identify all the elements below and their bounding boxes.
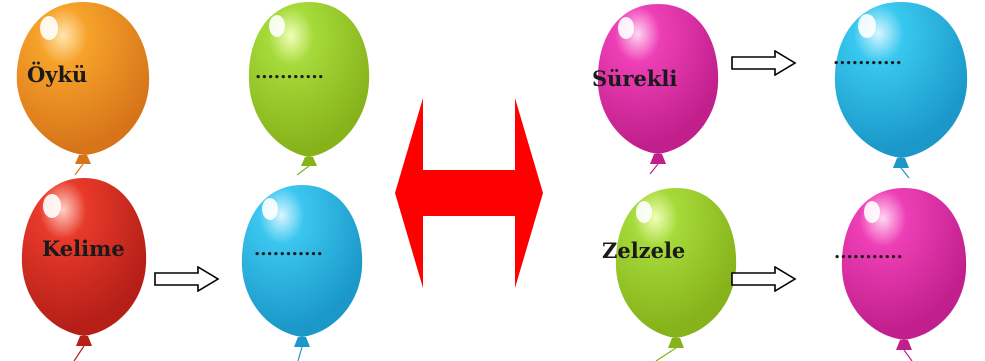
blue-balloon-icon: [238, 183, 366, 361]
word-label-zelzele: Zelzele: [602, 238, 685, 263]
balloon-zelzele: Zelzele: [612, 186, 740, 361]
green-balloon-icon: [612, 186, 740, 361]
right-arrow-icon: [154, 266, 220, 292]
pointer-arrow-right-bottom: [731, 266, 797, 292]
blank-label-4[interactable]: ...........: [834, 242, 903, 263]
green-balloon-icon: [245, 0, 373, 175]
balloon-blank-1: ...........: [245, 0, 373, 175]
red-balloon-icon: [18, 176, 150, 361]
balloon-blank-2: ...........: [238, 183, 366, 361]
pointer-arrow-right-top: [731, 50, 797, 76]
word-label-oyku: Öykü: [27, 62, 87, 87]
balloon-oyku: Öykü: [13, 0, 153, 175]
right-arrow-icon: [731, 266, 797, 292]
pointer-arrow-left-bottom: [154, 266, 220, 292]
blank-label-1[interactable]: ...........: [255, 62, 324, 83]
double-headed-arrow-icon: [395, 98, 543, 288]
balloon-surekli: Sürekli: [594, 2, 722, 174]
right-arrow-icon: [731, 50, 797, 76]
balloon-blank-3: ...........: [831, 0, 971, 178]
blank-label-2[interactable]: ...........: [254, 239, 323, 260]
balloon-kelime: Kelime: [18, 176, 150, 361]
center-double-arrow: [395, 98, 543, 288]
blue-balloon-icon: [831, 0, 971, 178]
orange-balloon-icon: [13, 0, 153, 175]
pink-balloon-icon: [838, 186, 970, 361]
word-label-kelime: Kelime: [42, 236, 125, 261]
balloon-blank-4: ...........: [838, 186, 970, 361]
blank-label-3[interactable]: ...........: [833, 48, 902, 69]
word-label-surekli: Sürekli: [592, 66, 677, 91]
